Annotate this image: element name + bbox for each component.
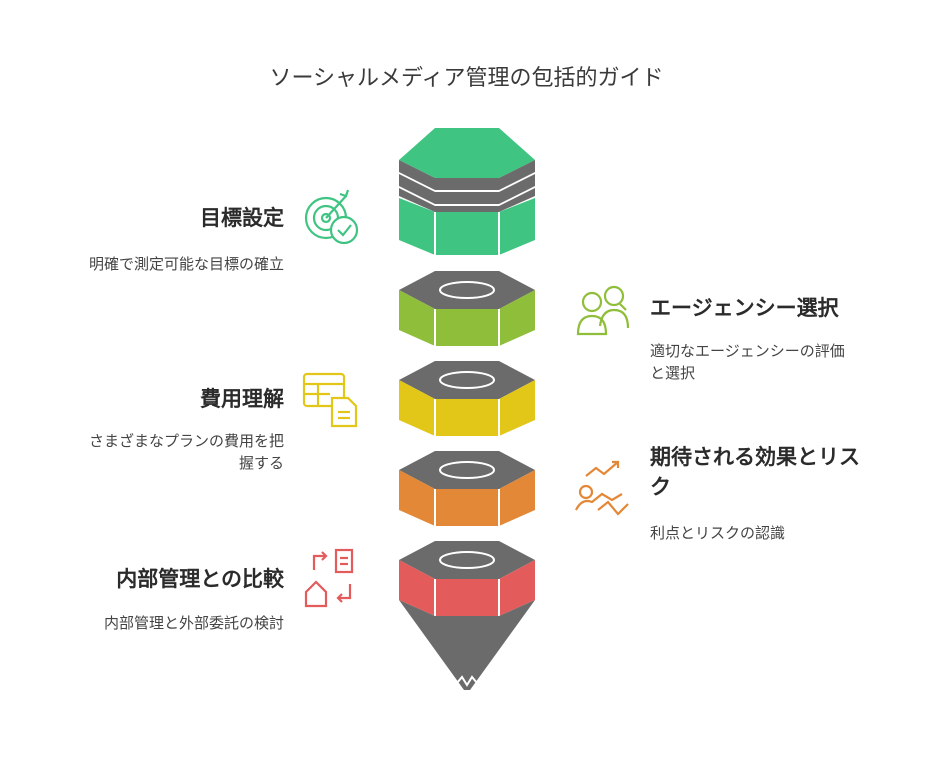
cost-description-line2: 握する (238, 454, 284, 472)
effect-heading-line1: 期待される効果とリス (650, 445, 860, 469)
document-table-icon (302, 372, 358, 428)
layer-effect (399, 451, 535, 526)
target-check-icon (304, 189, 359, 245)
goal-description: 明確で測定可能な目標の確立 (88, 255, 284, 273)
cost-description-line1: さまざまなプランの費用を把 (88, 432, 284, 450)
inhouse-outsource-icon (304, 548, 354, 608)
effect-heading-line2: ク (650, 475, 671, 499)
agency-heading: エージェンシー選択 (650, 296, 839, 320)
layer-agency (399, 271, 535, 346)
diagram-title: ソーシャルメディア管理の包括的ガイド (269, 66, 664, 91)
layer-cost (399, 361, 535, 436)
cost-heading: 費用理解 (200, 387, 284, 411)
agency-description-line1: 適切なエージェンシーの評価 (650, 342, 845, 360)
compare-description: 内部管理と外部委託の検討 (103, 614, 284, 632)
layer-compare (399, 541, 535, 616)
growth-effort-icon (575, 460, 629, 516)
cost-description: さまざまなプランの費用を把 握する (20, 430, 284, 474)
effect-heading: 期待される効果とリス ク (650, 442, 920, 502)
goal-heading: 目標設定 (200, 206, 284, 230)
agency-description-line2: と選択 (650, 364, 696, 382)
effect-description: 利点とリスクの認識 (650, 524, 786, 542)
pencil-tip (399, 600, 535, 690)
agency-description: 適切なエージェンシーの評価 と選択 (650, 340, 910, 384)
compare-heading: 内部管理との比較 (116, 567, 284, 591)
people-icon (576, 285, 630, 336)
layer-goal (399, 128, 535, 255)
